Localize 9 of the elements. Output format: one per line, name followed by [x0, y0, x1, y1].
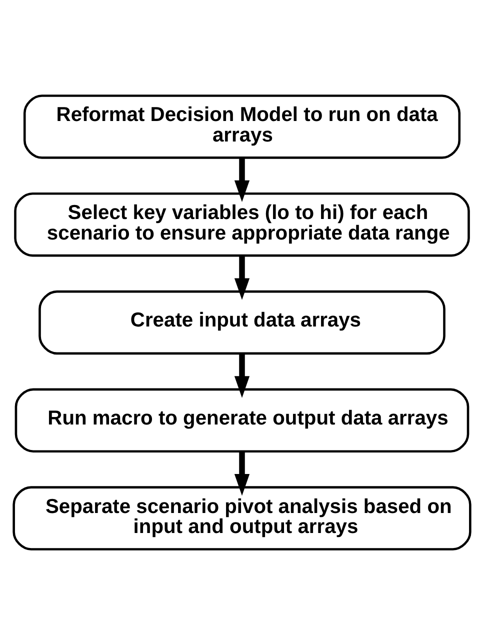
node-box: Reformat Decision Model to run on data arrays: [23, 94, 461, 158]
node-box: Select key variables (lo to hi) for each scenario to ensure appropriate data range: [14, 192, 470, 256]
node-box: Run macro to generate output data arrays: [14, 388, 470, 452]
arrow: [234, 255, 250, 300]
arrow: [234, 450, 250, 496]
node-box: Create input data arrays: [38, 290, 446, 354]
arrow: [234, 157, 250, 202]
arrow: [234, 352, 250, 398]
node-box: Separate scenario pivot analysis based on input and output arrays: [12, 486, 472, 550]
